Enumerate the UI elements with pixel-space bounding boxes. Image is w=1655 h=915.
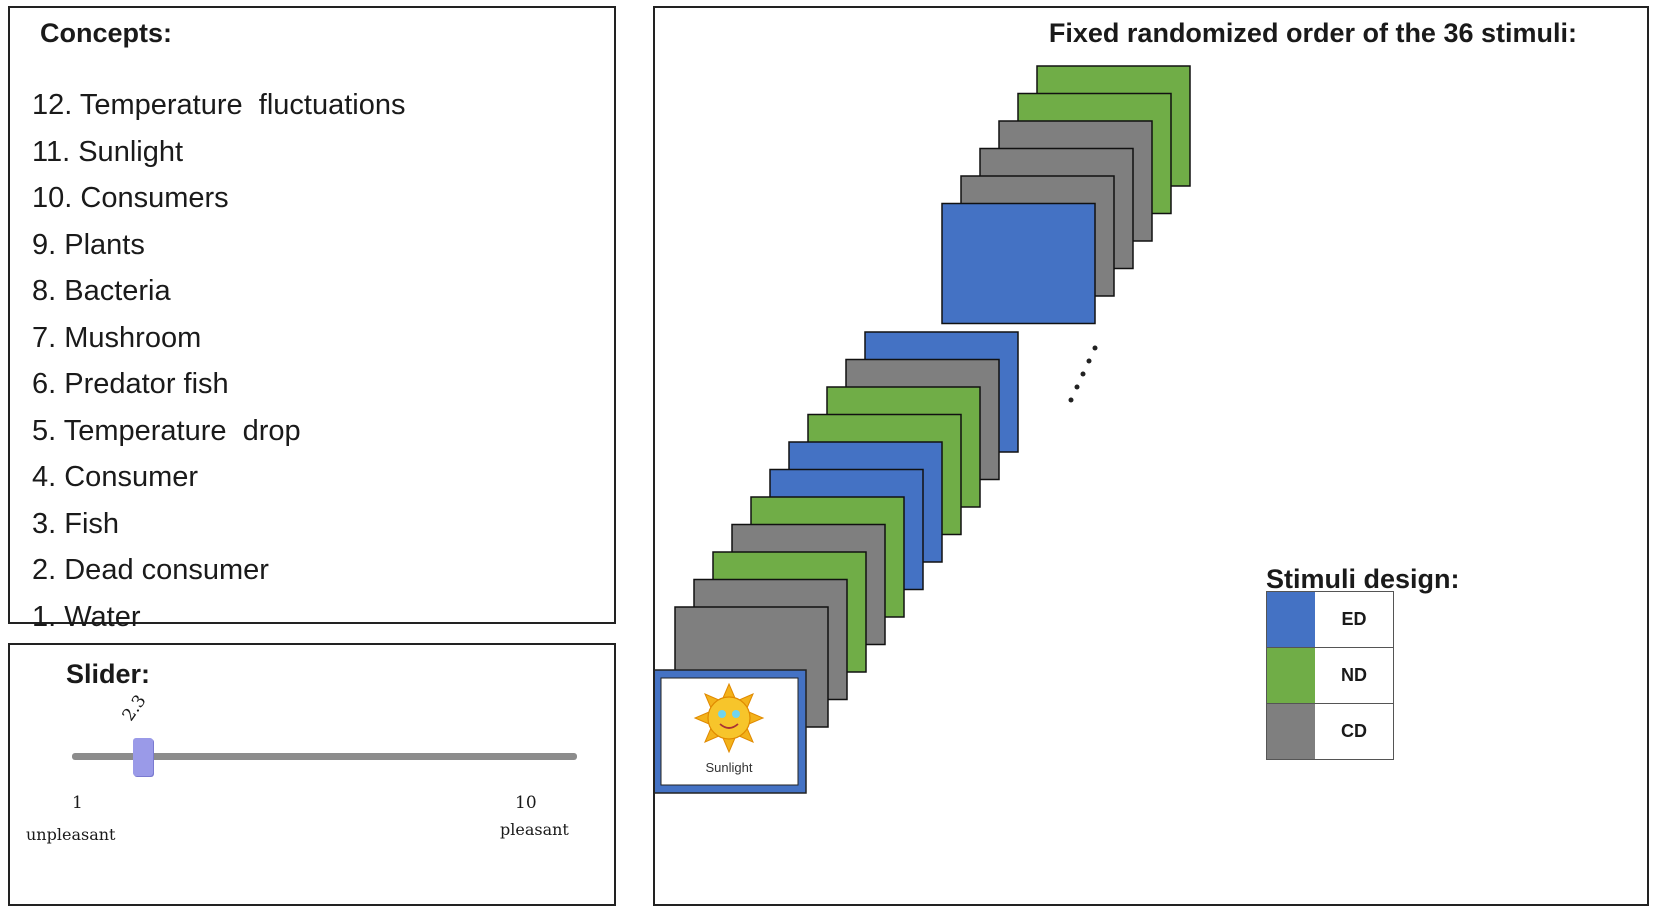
concept-list: 12. Temperature fluctuations 11. Sunligh… — [32, 82, 405, 640]
first-stimulus-card: Sunlight — [655, 669, 807, 794]
concept-item: 12. Temperature fluctuations — [32, 89, 406, 121]
first-card-label: Sunlight — [706, 760, 753, 775]
slider-title: Slider: — [66, 659, 151, 689]
ellipsis-dots — [1068, 345, 1098, 403]
concept-item: 3. Fish — [32, 507, 120, 540]
concept-item: 2. Dead consumer — [32, 554, 269, 586]
legend-swatch — [1267, 648, 1315, 703]
concept-item: 1. Water — [32, 600, 141, 633]
legend-label: ED — [1341, 609, 1367, 629]
slider-min-label: 1 — [72, 793, 83, 813]
legend: ED ND CD — [1266, 591, 1394, 760]
legend-label: CD — [1341, 721, 1367, 741]
bottom-stimuli-stack — [674, 331, 1019, 728]
legend-item-cd: CD — [1267, 704, 1393, 759]
concept-item: 9. Plants — [32, 228, 145, 261]
legend-swatch — [1267, 592, 1315, 647]
legend-title: Stimuli design: — [1266, 564, 1460, 594]
stimuli-panel: Fixed randomized order of the 36 stimuli… — [653, 6, 1649, 906]
slider-max-word: pleasant — [500, 820, 569, 839]
concept-item: 7. Mushroom — [32, 321, 202, 354]
concept-item: 10. Consumers — [32, 182, 229, 214]
legend-item-nd: ND — [1267, 648, 1393, 704]
top-stimuli-stack — [941, 65, 1191, 325]
stimuli-stack-diagram: Sunlight — [655, 65, 1191, 794]
sun-icon — [693, 682, 765, 754]
concept-item: 8. Bacteria — [32, 275, 171, 307]
legend-swatch — [1267, 704, 1315, 759]
slider-thumb[interactable] — [133, 738, 154, 776]
stimulus-card-ed — [941, 202, 1096, 325]
concepts-title: Concepts: — [40, 18, 173, 48]
slider-value-label: 2.3 — [119, 691, 151, 725]
concept-item: 4. Consumer — [32, 461, 199, 493]
stimuli-title: Fixed randomized order of the 36 stimuli… — [1048, 18, 1577, 48]
slider-min-word: unpleasant — [26, 825, 116, 844]
slider-track[interactable] — [72, 753, 577, 760]
legend-item-ed: ED — [1267, 592, 1393, 648]
slider-max-label: 10 — [515, 793, 537, 813]
slider-panel: Slider: 2.3 1 unpleasant 10 pleasant — [8, 643, 616, 906]
concept-item: 5. Temperature drop — [32, 414, 301, 447]
concepts-panel: Concepts: 12. Temperature fluctuations 1… — [8, 6, 616, 633]
concept-item: 11. Sunlight — [32, 135, 184, 168]
legend-label: ND — [1341, 665, 1367, 685]
concept-item: 6. Predator fish — [32, 368, 229, 400]
